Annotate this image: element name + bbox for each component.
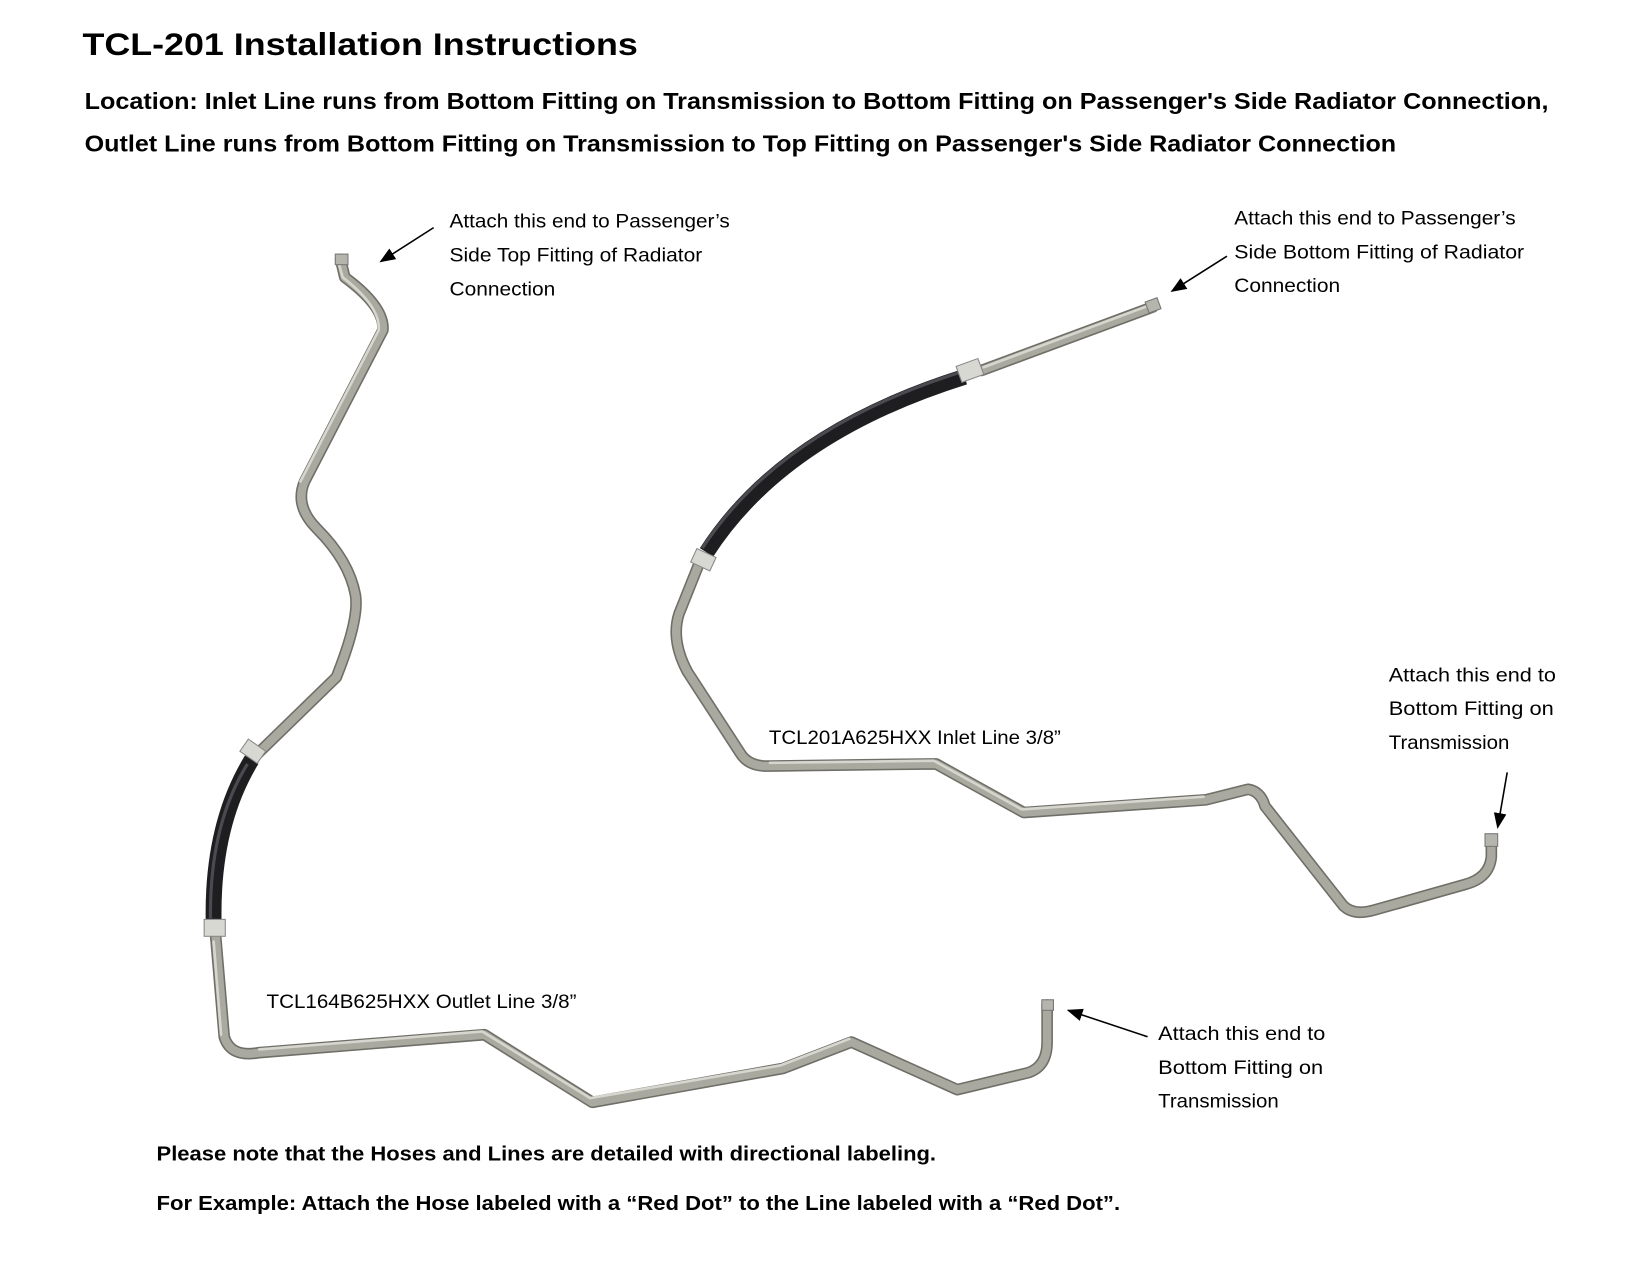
annotation-inlet-top: Attach this end to Passenger’s Side Bott… [1234,208,1525,297]
fitting-end [334,253,349,266]
arrow-icon [1170,255,1228,292]
fitting-end [1144,297,1162,314]
annotation-text: Bottom Fitting on [1389,699,1554,720]
inlet-line-diagram [670,297,1499,919]
annotation-text: Side Bottom Fitting of Radiator [1234,242,1525,263]
annotation-text: Attach this end to Passenger’s [1234,208,1515,229]
arrow-icon [1493,772,1508,829]
annotation-text: Attach this end to [1158,1024,1325,1045]
hose-ferrule [203,918,226,937]
arrow-icon [1066,1008,1148,1038]
note-line-2: For Example: Attach the Hose labeled wit… [157,1193,1121,1215]
annotation-text: Transmission [1389,733,1510,754]
hose-ferrule [955,357,985,384]
location-line-1: Location: Inlet Line runs from Bottom Fi… [85,88,1549,114]
inlet-line-label: TCL201A625HXX Inlet Line 3/8” [769,728,1061,749]
annotation-text: Connection [450,279,556,300]
location-line-2: Outlet Line runs from Bottom Fitting on … [85,130,1397,156]
annotation-outlet-top: Attach this end to Passenger’s Side Top … [450,212,730,301]
annotation-text: Bottom Fitting on [1158,1058,1323,1079]
annotation-text: Attach this end to Passenger’s [450,212,730,233]
arrow-icon [379,226,435,263]
outlet-line-diagram [203,253,1054,1109]
note-line-1: Please note that the Hoses and Lines are… [157,1144,937,1166]
annotation-text: Connection [1234,276,1340,297]
annotation-text: Side Top Fitting of Radiator [450,245,704,266]
outlet-hose [205,755,259,923]
annotation-text: Transmission [1158,1092,1279,1113]
inlet-hose [699,369,967,557]
outlet-line-label: TCL164B625HXX Outlet Line 3/8” [267,992,577,1013]
fitting-end [1041,999,1054,1011]
hose-ferrule [239,738,267,765]
fitting-end [1484,833,1499,847]
annotation-inlet-bottom: Attach this end to Bottom Fitting on Tra… [1389,665,1556,754]
page-title: TCL-201 Installation Instructions [83,26,638,62]
annotation-text: Attach this end to [1389,665,1556,686]
hose-ferrule [689,547,717,572]
annotation-outlet-bottom: Attach this end to Bottom Fitting on Tra… [1158,1024,1325,1113]
